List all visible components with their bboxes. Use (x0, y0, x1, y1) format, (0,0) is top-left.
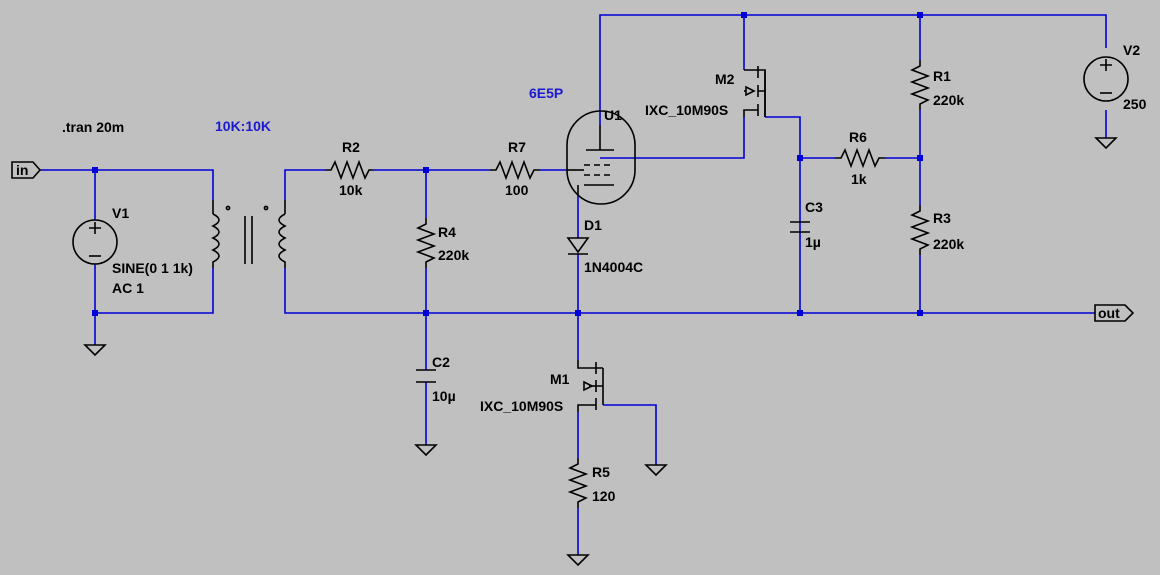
v2-value: 250 (1123, 96, 1147, 112)
resistor-r4[interactable] (415, 218, 437, 268)
r1-name: R1 (933, 68, 951, 84)
junctions (92, 12, 923, 316)
c2-value: 10µ (432, 388, 456, 404)
resistor-r2[interactable] (325, 159, 373, 181)
mosfet-m1[interactable] (577, 360, 604, 412)
r7-value: 100 (505, 182, 529, 198)
c3-name: C3 (805, 199, 823, 215)
v1-value: SINE(0 1 1k) (112, 260, 193, 276)
d1-name: D1 (584, 217, 602, 233)
ground-icon (1094, 137, 1118, 150)
r4-name: R4 (438, 224, 456, 240)
capacitor-c3[interactable] (790, 221, 810, 233)
m2-value: IXC_10M90S (645, 102, 728, 118)
port-in[interactable]: in (11, 161, 42, 179)
d1-value: 1N4004C (584, 259, 643, 275)
voltage-source-v1[interactable] (72, 219, 118, 265)
tube-model: 6E5P (529, 85, 563, 101)
resistor-r5[interactable] (567, 458, 589, 508)
c2-name: C2 (432, 354, 450, 370)
spice-directive[interactable]: .tran 20m (62, 119, 124, 135)
u1-name: U1 (604, 107, 622, 123)
v1-value-ac: AC 1 (112, 280, 144, 296)
m1-value: IXC_10M90S (480, 398, 563, 414)
ground-icon (414, 444, 438, 457)
transformer-ratio: 10K:10K (215, 118, 271, 134)
r3-name: R3 (933, 210, 951, 226)
c3-value: 1µ (805, 234, 821, 250)
r1-value: 220k (933, 92, 964, 108)
r7-name: R7 (508, 139, 526, 155)
r6-name: R6 (849, 129, 867, 145)
r2-value: 10k (339, 182, 363, 198)
tube-u1[interactable] (566, 110, 636, 205)
m2-name: M2 (715, 71, 735, 87)
r6-value: 1k (851, 171, 867, 187)
ground-icon (566, 554, 590, 567)
r5-value: 120 (592, 488, 616, 504)
r2-name: R2 (342, 139, 360, 155)
m1-name: M1 (550, 371, 570, 387)
v1-name: V1 (112, 205, 129, 221)
transformer[interactable] (211, 200, 287, 268)
diode-d1[interactable] (566, 237, 590, 255)
resistor-r6[interactable] (835, 147, 885, 169)
r5-name: R5 (592, 464, 610, 480)
resistor-r7[interactable] (490, 159, 540, 181)
resistor-r1[interactable] (909, 60, 931, 110)
ground-icon (644, 464, 668, 477)
wires (40, 14, 1107, 555)
mosfet-m2[interactable] (743, 66, 766, 117)
r3-value: 220k (933, 236, 964, 252)
port-in-label: in (16, 162, 28, 178)
ground-icon (83, 344, 107, 357)
r4-value: 220k (438, 247, 469, 263)
capacitor-c2[interactable] (416, 369, 436, 383)
port-out-label: out (1098, 305, 1120, 321)
voltage-source-v2[interactable] (1083, 56, 1129, 102)
resistor-r3[interactable] (909, 205, 931, 255)
v2-name: V2 (1123, 42, 1140, 58)
port-out[interactable]: out (1094, 304, 1135, 322)
